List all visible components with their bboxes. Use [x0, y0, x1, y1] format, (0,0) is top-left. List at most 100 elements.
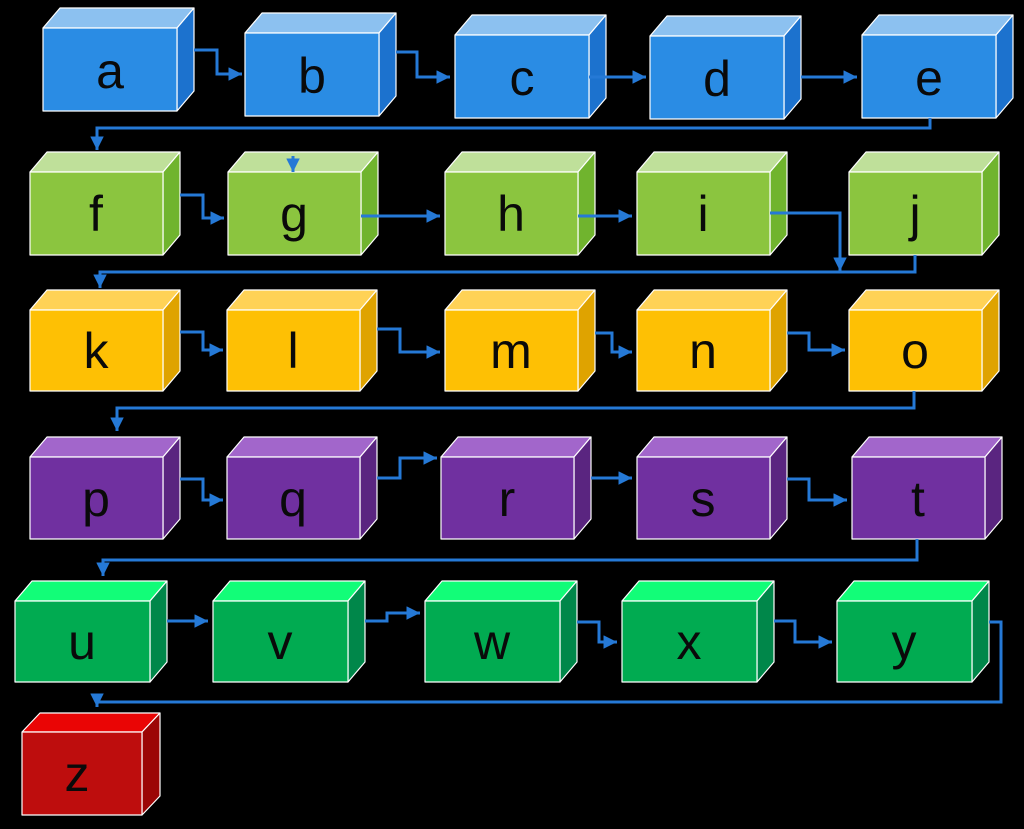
connector-a-b: [194, 48, 242, 81]
node-x-top-face: [621, 580, 775, 602]
connector-y-z: [90, 620, 1003, 707]
node-b: b: [244, 12, 397, 117]
node-n-front-face: [636, 309, 771, 392]
node-w-front-face: [424, 600, 561, 683]
node-u: u: [14, 580, 168, 683]
node-i: i: [636, 151, 788, 256]
node-o-label: o: [901, 323, 929, 379]
node-m: m: [444, 289, 596, 392]
connector-f-g: [180, 193, 224, 225]
connector-k-l: [180, 330, 223, 357]
node-l-front-face: [226, 309, 361, 392]
node-z-side-face: [141, 712, 161, 816]
node-w: w: [424, 580, 578, 683]
node-y-label: y: [892, 614, 917, 670]
node-a-label: a: [96, 43, 124, 99]
node-s-label: s: [691, 471, 716, 527]
node-o: o: [848, 289, 1000, 392]
connector-m-n: [595, 331, 632, 359]
connector-x-y: [774, 619, 832, 649]
node-j-top-face: [848, 151, 1000, 173]
node-s-front-face: [636, 456, 771, 540]
node-h-front-face: [444, 171, 579, 256]
node-i-label: i: [697, 186, 708, 242]
node-l-top-face: [226, 289, 378, 311]
connector-i-j: [770, 211, 847, 271]
node-x: x: [621, 580, 775, 683]
node-a-top-face: [42, 7, 195, 29]
node-r-front-face: [440, 456, 575, 540]
connector-w-x: [577, 620, 617, 649]
node-l-label: l: [287, 323, 298, 379]
node-t-front-face: [851, 456, 986, 540]
node-l: l: [226, 289, 378, 392]
connector-t-u: [96, 539, 919, 576]
node-k-top-face: [29, 289, 181, 311]
node-g: g: [227, 151, 379, 256]
node-t-label: t: [911, 471, 925, 527]
node-g-label: g: [280, 186, 308, 242]
node-f-label: f: [89, 186, 103, 242]
node-t-top-face: [851, 436, 1003, 458]
node-y-front-face: [836, 600, 973, 683]
node-j-front-face: [848, 171, 983, 256]
node-m-top-face: [444, 289, 596, 311]
node-s-top-face: [636, 436, 788, 458]
node-k-label: k: [84, 323, 110, 379]
node-n-label: n: [689, 323, 717, 379]
node-f-top-face: [29, 151, 181, 173]
connector-l-m: [377, 327, 440, 359]
connector-o-p: [110, 391, 916, 431]
node-i-top-face: [636, 151, 788, 173]
node-j-label: j: [907, 186, 920, 242]
node-d-front-face: [649, 35, 785, 120]
connector-e-f: [90, 118, 932, 150]
node-c-front-face: [454, 34, 590, 119]
node-b-top-face: [244, 12, 397, 34]
node-z-front-face: [21, 731, 143, 816]
node-b-label: b: [298, 48, 326, 104]
connector-p-q: [180, 477, 223, 507]
connector-n-o: [787, 331, 845, 357]
connector-q-r: [377, 451, 437, 480]
node-e-front-face: [861, 34, 997, 119]
node-r-label: r: [499, 471, 516, 527]
node-k-front-face: [29, 309, 164, 392]
node-p-front-face: [29, 456, 164, 540]
node-p-top-face: [29, 436, 181, 458]
node-m-front-face: [444, 309, 579, 392]
node-c-label: c: [510, 50, 535, 106]
node-e-top-face: [861, 14, 1014, 36]
node-t: t: [851, 436, 1003, 540]
node-r: r: [440, 436, 592, 540]
node-q-front-face: [226, 456, 361, 540]
node-o-top-face: [848, 289, 1000, 311]
node-z-label: z: [65, 746, 90, 802]
node-v-label: v: [268, 614, 293, 670]
node-u-top-face: [14, 580, 168, 602]
node-o-front-face: [848, 309, 983, 392]
node-d-label: d: [703, 51, 731, 107]
node-x-label: x: [677, 614, 702, 670]
node-n-top-face: [636, 289, 788, 311]
node-h-label: h: [497, 186, 525, 242]
node-c: c: [454, 14, 607, 119]
node-d-top-face: [649, 15, 802, 37]
node-y-top-face: [836, 580, 990, 602]
node-f-front-face: [29, 171, 164, 256]
node-g-front-face: [227, 171, 362, 256]
node-q-label: q: [279, 471, 307, 527]
node-m-label: m: [490, 323, 532, 379]
node-s: s: [636, 436, 788, 540]
node-h: h: [444, 151, 596, 256]
node-e-label: e: [915, 50, 943, 106]
node-a-front-face: [42, 27, 178, 112]
node-a: a: [42, 7, 195, 112]
node-v: v: [212, 580, 366, 683]
node-u-label: u: [68, 614, 96, 670]
node-v-front-face: [212, 600, 349, 683]
node-d: d: [649, 15, 802, 120]
node-g-top-face: [227, 151, 379, 173]
node-k: k: [29, 289, 181, 392]
connector-s-t: [787, 477, 847, 507]
